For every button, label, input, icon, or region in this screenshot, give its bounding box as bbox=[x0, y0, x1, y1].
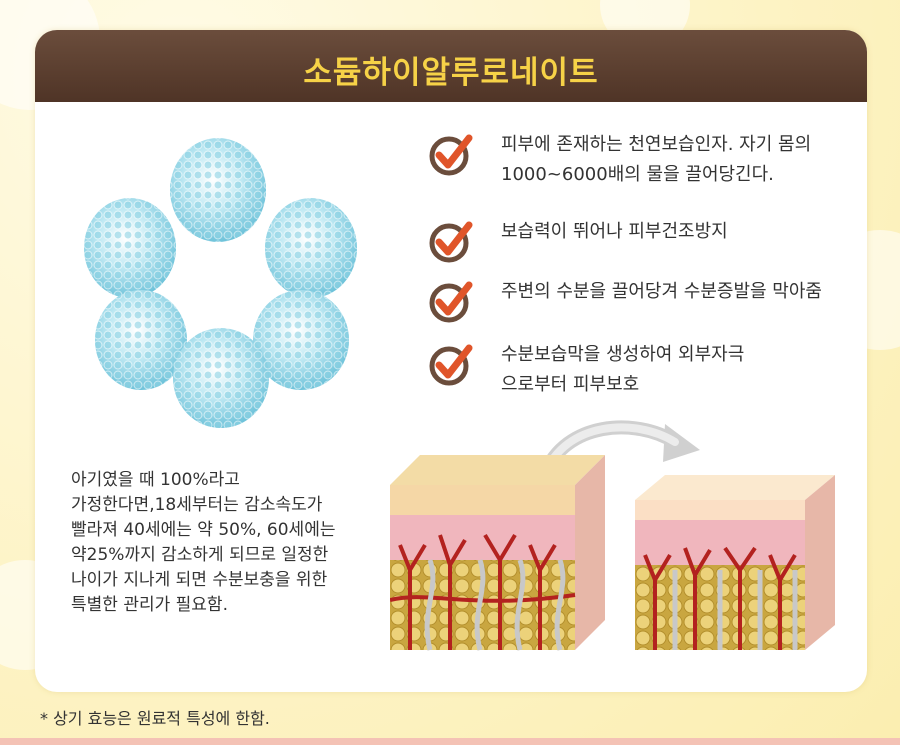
feature-line: 주변의 수분을 끌어당겨 수분증발을 막아줌 bbox=[501, 281, 822, 302]
footnote: * 상기 효능은 원료적 특성에 한함. bbox=[40, 709, 270, 728]
skin-cross-section-before bbox=[390, 455, 605, 651]
description-line: 약25%까지 감소하게 되므로 일정한 bbox=[71, 545, 329, 565]
description-line: 특별한 관리가 필요함. bbox=[71, 595, 228, 615]
check-icon bbox=[429, 281, 473, 323]
feature-line: 보습력이 뛰어나 피부건조방지 bbox=[501, 221, 728, 242]
feature-line: 수분보습막을 생성하여 외부자극 bbox=[501, 344, 745, 365]
check-icon bbox=[429, 221, 473, 263]
description-line: 아기였을 때 100%라고 bbox=[71, 470, 240, 490]
feature-line: 1000~6000배의 물을 끌어당긴다. bbox=[501, 164, 774, 185]
description-line: 빨라져 40세에는 약 50%, 60세에는 bbox=[71, 520, 336, 540]
bottom-band bbox=[0, 738, 900, 745]
feature-text: 주변의 수분을 끌어당겨 수분증발을 막아줌 bbox=[501, 277, 851, 307]
hyaluronic-molecule-illustration bbox=[84, 138, 357, 428]
check-icon bbox=[429, 134, 473, 176]
feature-line: 피부에 존재하는 천연보습인자. 자기 몸의 bbox=[501, 134, 812, 155]
skin-cross-section-after bbox=[635, 475, 835, 650]
check-icon bbox=[429, 344, 473, 386]
feature-text: 피부에 존재하는 천연보습인자. 자기 몸의 1000~6000배의 물을 끌어… bbox=[501, 130, 851, 190]
description-line: 가정한다면,18세부터는 감소속도가 bbox=[71, 495, 323, 515]
description-text: 아기였을 때 100%라고 가정한다면,18세부터는 감소속도가 빨라져 40세… bbox=[71, 468, 381, 618]
feature-text: 보습력이 뛰어나 피부건조방지 bbox=[501, 217, 851, 247]
description-line: 나이가 지나게 되면 수분보충을 위한 bbox=[71, 570, 328, 590]
feature-line: 으로부터 피부보호 bbox=[501, 374, 640, 395]
page-title: 소듐하이알루로네이트 bbox=[303, 55, 599, 91]
content-card: 소듐하이알루로네이트 bbox=[35, 30, 867, 692]
header-bar: 소듐하이알루로네이트 bbox=[35, 30, 867, 102]
feature-text: 수분보습막을 생성하여 외부자극 으로부터 피부보호 bbox=[501, 340, 851, 400]
